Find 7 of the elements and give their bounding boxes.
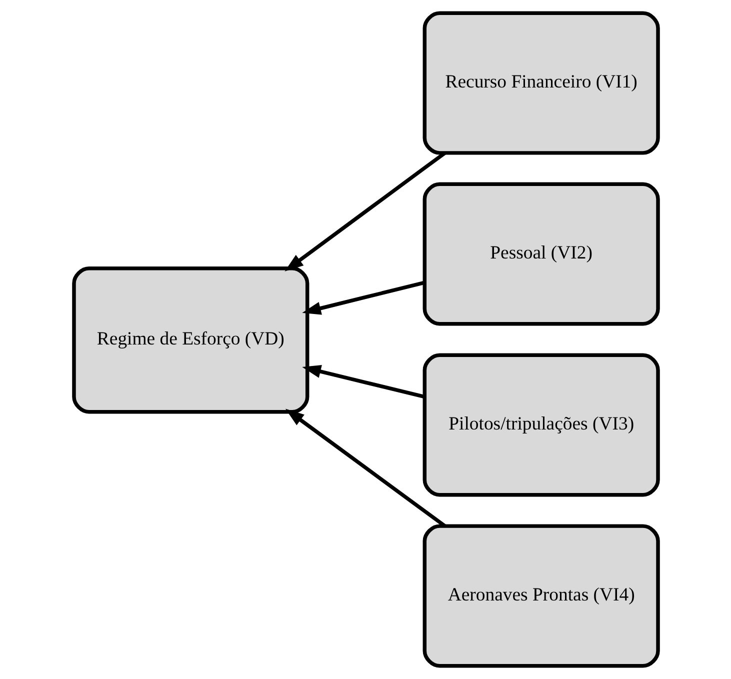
- node-box: Aeronaves Prontas (VI4): [422, 524, 660, 668]
- node-box: Pessoal (VI2): [422, 182, 660, 326]
- arrow: [302, 365, 425, 399]
- node-box: Recurso Financeiro (VI1): [422, 11, 660, 155]
- node-box: Pilotos/tripulações (VI3): [422, 353, 660, 497]
- node-box: Regime de Esforço (VD): [72, 266, 309, 414]
- arrow: [302, 280, 425, 315]
